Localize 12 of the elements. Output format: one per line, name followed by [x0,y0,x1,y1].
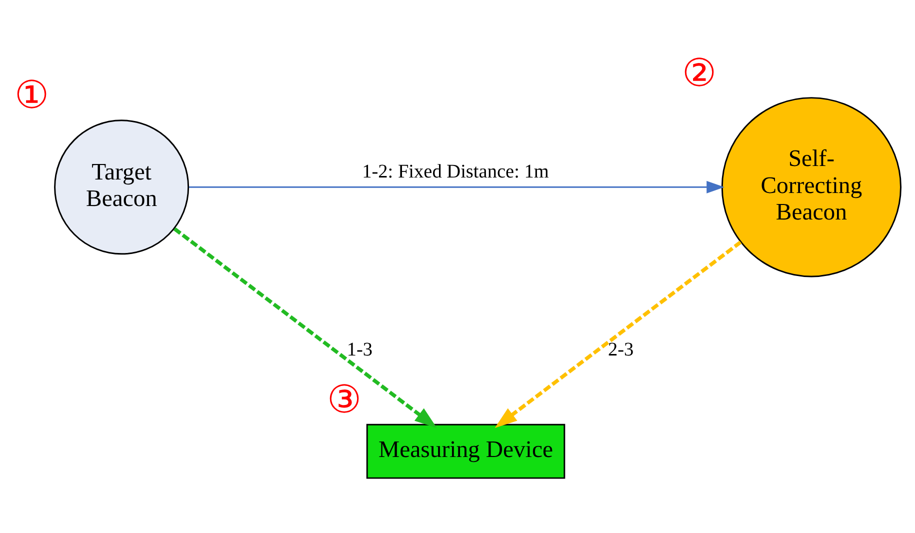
node-label: ① [14,74,50,117]
edge-label: 2-3 [608,340,634,361]
node-label: ③ [327,379,362,422]
node-circle: Target Beacon [54,120,190,255]
arrow [173,227,437,428]
arrow [494,240,742,428]
edge-label: 1-3 [346,340,373,361]
node-box: Measuring Device [366,424,566,479]
arrow [188,180,724,194]
node-label: ② [682,52,718,95]
node-circle: Self-Correcting Beacon [721,97,902,278]
edge-label: 1-2: Fixed Distance: 1m [362,161,549,182]
